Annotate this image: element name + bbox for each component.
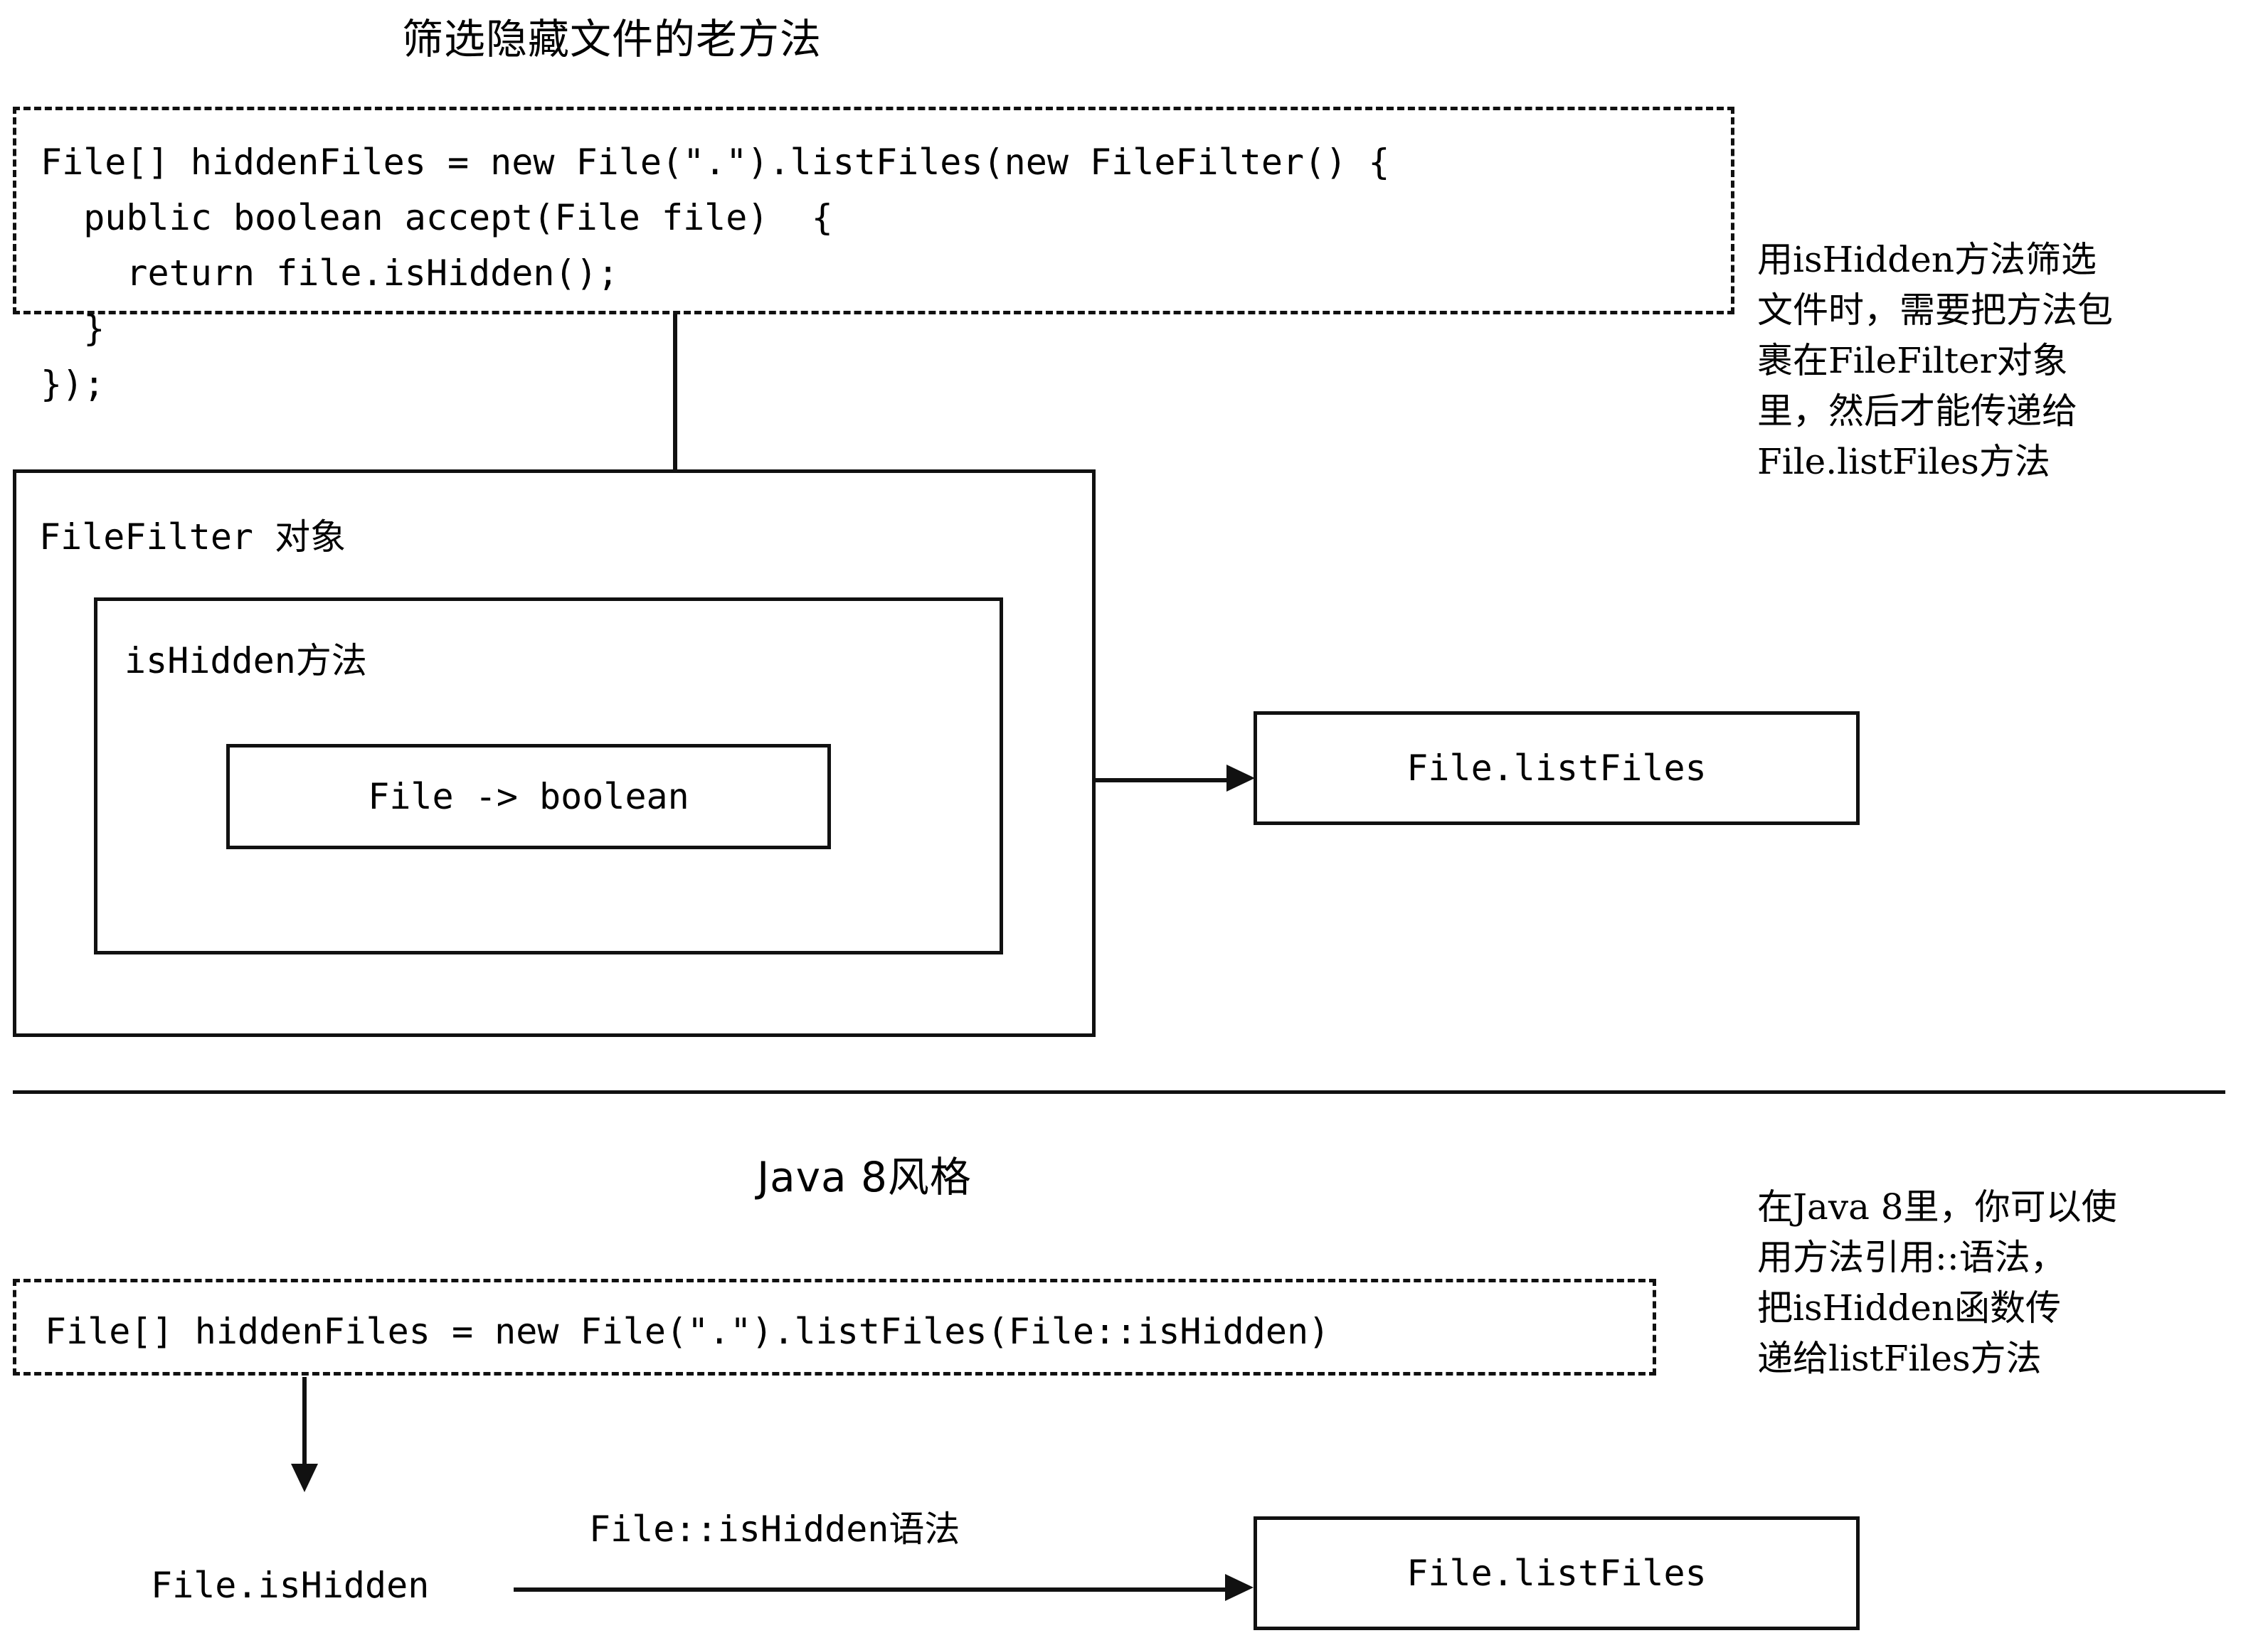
listfiles-target-label-old: File.listFiles	[1406, 748, 1707, 789]
filefilter-object-label: FileFilter 对象	[39, 516, 346, 558]
annotation-old-approach: 用isHidden方法筛选 文件时，需要把方法包 裹在FileFilter对象 …	[1757, 239, 2113, 482]
arrow-right-icon-java8	[514, 1587, 1228, 1592]
old-code-block: File[] hiddenFiles = new File(".").listF…	[13, 107, 1734, 405]
java8-code-block: File[] hiddenFiles = new File(".").listF…	[13, 1279, 1656, 1376]
ishidden-method-label: isHidden方法	[124, 640, 367, 681]
page-title-old-approach: 筛选隐藏文件的老方法	[401, 15, 822, 63]
page-title-java8: Java 8风格	[757, 1153, 972, 1201]
listfiles-target-label-java8: File.listFiles	[1406, 1553, 1707, 1594]
old-code-text: File[] hiddenFiles = new File(".").listF…	[41, 142, 1390, 405]
arrow-down-icon-java8	[302, 1377, 307, 1469]
annotation-java8: 在Java 8里，你可以使 用方法引用::语法， 把isHidden函数传 递给…	[1757, 1186, 2117, 1379]
function-signature-box: File -> boolean	[226, 744, 831, 849]
java8-code-text: File[] hiddenFiles = new File(".").listF…	[45, 1311, 1330, 1352]
listfiles-target-box-java8: File.listFiles	[1254, 1516, 1860, 1630]
function-signature-label: File -> boolean	[368, 776, 689, 817]
arrow-right-icon	[1096, 778, 1231, 782]
method-reference-arrow-label: File::isHidden语法	[589, 1509, 960, 1550]
arrow-down-icon	[673, 314, 677, 572]
file-ishidden-label: File.isHidden	[151, 1565, 430, 1606]
listfiles-target-box-old: File.listFiles	[1254, 711, 1860, 825]
arrow-right-head-icon	[1226, 765, 1255, 792]
section-divider	[13, 1090, 2225, 1094]
arrow-right-head-icon-java8	[1225, 1574, 1254, 1601]
arrow-down-head-icon-java8	[291, 1464, 318, 1492]
